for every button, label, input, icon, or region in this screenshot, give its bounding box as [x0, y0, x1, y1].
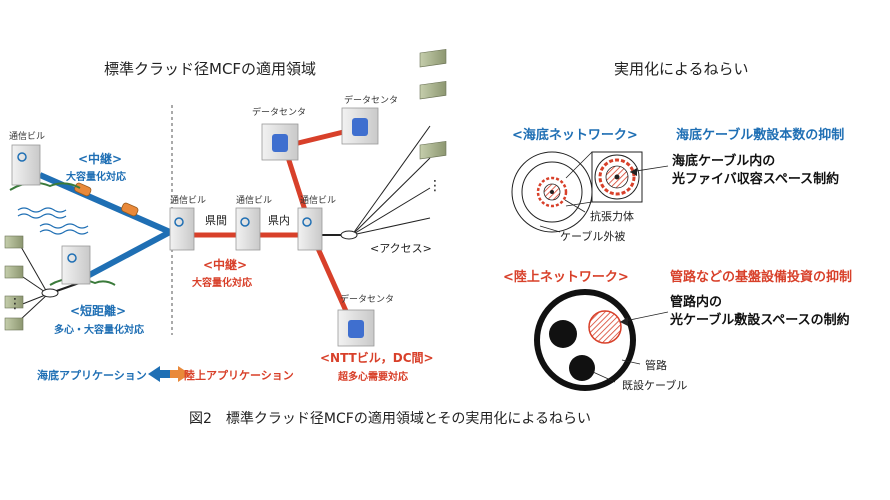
- building-icon: [61, 245, 91, 285]
- right-title: 実用化によるねらい: [614, 60, 749, 78]
- server-icon: [419, 48, 447, 160]
- label-existing-cable: 既設ケーブル: [622, 379, 688, 392]
- goal-land: 管路などの基盤設備投資の抑制: [670, 270, 853, 285]
- wave-icon: [17, 207, 89, 235]
- label-sea-app: 海底アプリケーション: [37, 369, 147, 382]
- building-icon: [169, 207, 195, 251]
- label-sea-tankyori: <短距離>: [70, 304, 127, 318]
- splitter-icon: [340, 230, 358, 240]
- figure-caption: 図2 標準クラッド径MCFの適用領域とその実用化によるねらい: [189, 411, 591, 427]
- building-icon: [235, 207, 261, 251]
- label-tsushin-biru-2: 通信ビル: [170, 196, 207, 206]
- pointer-conduit: [621, 359, 641, 365]
- label-sea-chukei-sub: 大容量化対応: [66, 172, 126, 183]
- building-icon: [297, 207, 323, 251]
- arrow-icon: [148, 366, 190, 382]
- datacenter-icon: [261, 123, 299, 161]
- conduit-crosssection: [534, 289, 636, 391]
- label-tensile: 抗張力体: [590, 210, 634, 223]
- label-sea-chukei: <中継>: [78, 152, 123, 166]
- label-conduit: 管路: [645, 359, 667, 372]
- pointer-existing: [592, 371, 616, 383]
- label-land-app: 陸上アプリケーション: [184, 369, 294, 382]
- label-tsushin-biru-3: 通信ビル: [236, 196, 273, 206]
- sea-link-upper: [38, 172, 172, 235]
- label-tsushin-biru-4: 通信ビル: [300, 196, 337, 206]
- heading-land: <陸上ネットワーク>: [503, 270, 629, 285]
- zoom-detail: [594, 154, 640, 200]
- splitter-icon: [41, 288, 59, 298]
- constraint-land-2: 光ケーブル敷設スペースの制約: [670, 313, 850, 328]
- dots-short: ⋮: [8, 296, 22, 312]
- repeater-icon: [74, 182, 139, 217]
- access-links: [320, 125, 431, 236]
- dots-access: ⋮: [428, 178, 442, 194]
- label-access: <アクセス>: [370, 242, 432, 255]
- pointer-sheath: [539, 225, 561, 233]
- constraint-land-1: 管路内の: [670, 295, 723, 310]
- label-sheath: ケーブル外被: [560, 230, 626, 243]
- label-data-center-2: データセンタ: [344, 96, 399, 106]
- label-kennai: 県内: [268, 214, 290, 227]
- building-icon: [11, 144, 41, 186]
- datacenter-icon: [337, 309, 375, 347]
- left-title: 標準クラッド径MCFの適用領域: [104, 60, 317, 78]
- datacenter-icon: [341, 107, 379, 145]
- label-tsushin-biru-1: 通信ビル: [9, 132, 46, 142]
- label-data-center-3: データセンタ: [340, 295, 395, 305]
- constraint-submarine-2: 光ファイバ収容スペース制約: [672, 172, 840, 187]
- pointer-tensile: [564, 199, 586, 213]
- label-sea-tankyori-sub: 多心・大容量化対応: [54, 325, 144, 336]
- label-land-chukei-sub: 大容量化対応: [192, 278, 252, 289]
- label-land-ntt-dc-sub: 超多心需要対応: [338, 372, 408, 383]
- heading-submarine: <海底ネットワーク>: [512, 128, 638, 143]
- sea-link-lower: [78, 229, 172, 283]
- server-icon: [4, 235, 24, 331]
- label-kenkan: 県間: [205, 214, 227, 227]
- constraint-submarine-1: 海底ケーブル内の: [672, 154, 776, 169]
- label-land-ntt-dc: <NTTビル，DC間>: [320, 351, 434, 365]
- goal-submarine: 海底ケーブル敷設本数の抑制: [676, 128, 845, 143]
- label-land-chukei: <中継>: [203, 258, 248, 272]
- label-data-center-1: データセンタ: [252, 108, 307, 118]
